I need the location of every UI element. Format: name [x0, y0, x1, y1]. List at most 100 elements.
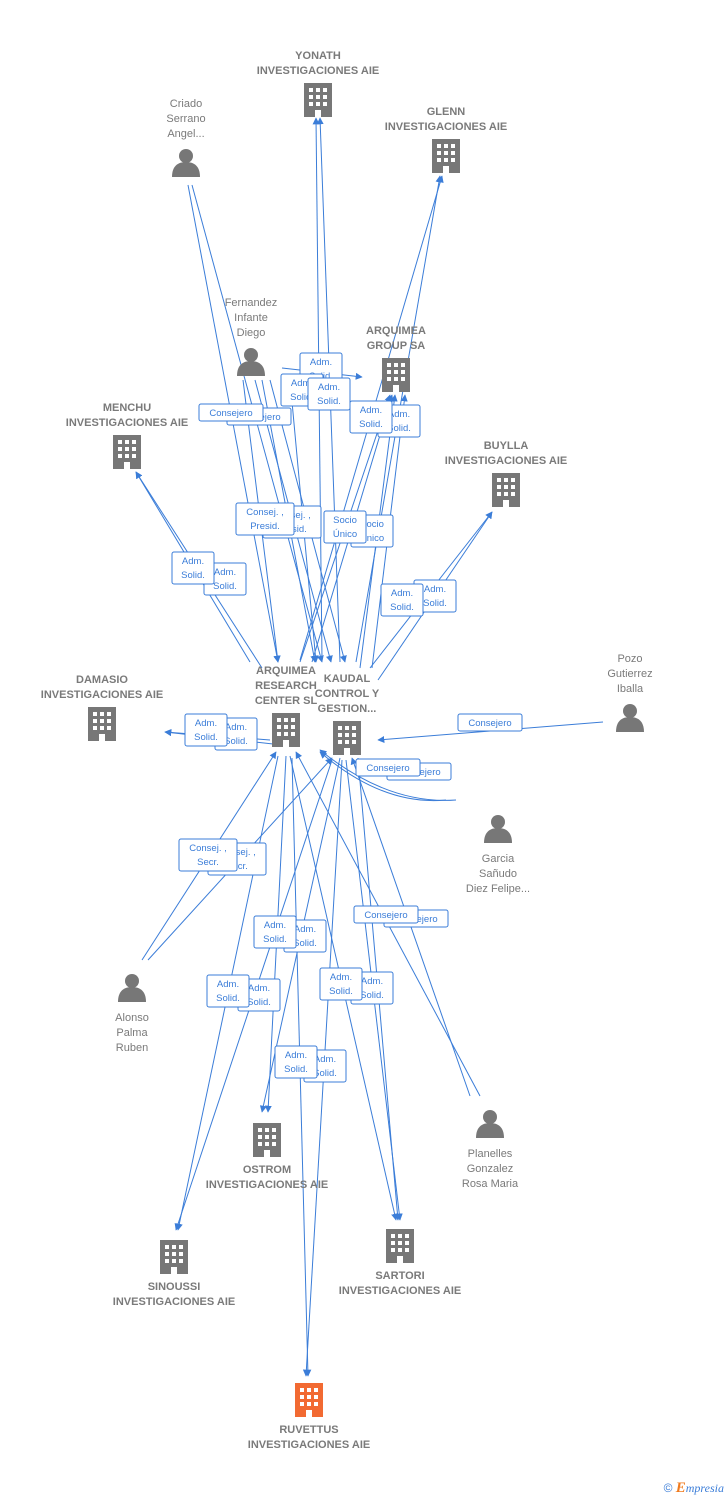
- edge-role-label[interactable]: Adm.Solid.: [307, 377, 351, 411]
- node-label-text: ARQUIMEA: [366, 325, 426, 337]
- edge-label-text: Solid.: [194, 732, 218, 743]
- edge-role-label[interactable]: Adm.Solid.: [274, 1045, 318, 1079]
- edge-label-text: Solid.: [293, 938, 317, 949]
- edge-role-label[interactable]: Adm. Solid.: [206, 974, 250, 1008]
- node-label-text: ARQUIMEA: [256, 665, 316, 677]
- edge-label-text: Adm.: [217, 979, 239, 990]
- building-icon: [272, 713, 300, 747]
- node-label-text: MENCHU: [103, 402, 151, 414]
- edge-role-label[interactable]: Adm.Solid.: [380, 583, 424, 617]
- node-label-text: Fernandez: [225, 297, 278, 309]
- building-icon: [88, 707, 116, 741]
- edge-label-text: Consejero: [209, 408, 252, 419]
- person-icon: [484, 815, 512, 843]
- edge-label-text: Secr.: [197, 857, 219, 868]
- edge-label-text: Adm.: [310, 357, 332, 368]
- edge-label-text: Adm.: [248, 983, 270, 994]
- edge-label-text: Solid.: [317, 396, 341, 407]
- building-icon: [160, 1240, 188, 1274]
- person-icon: [118, 974, 146, 1002]
- edge-role-label[interactable]: Adm.Solid.: [253, 915, 297, 949]
- edge-label-text: Adm.: [225, 722, 247, 733]
- copyright-symbol: ©: [663, 1481, 673, 1495]
- edge-role-label[interactable]: Adm.Solid.: [171, 551, 215, 585]
- node-criado[interactable]: CriadoSerranoAngel...: [166, 98, 206, 177]
- node-label-text: Infante: [234, 312, 268, 324]
- edge-label-text: Consej. ,: [189, 843, 227, 854]
- node-label-text: Gutierrez: [607, 668, 652, 680]
- node-label-text: Sañudo: [479, 868, 517, 880]
- node-arquimea-rc[interactable]: ARQUIMEA RESEARCH CENTER SL: [255, 665, 318, 747]
- edge-role-label[interactable]: Adm.Solid.: [184, 713, 228, 747]
- edge-role-label[interactable]: Adm.Solid.: [319, 967, 363, 1001]
- node-label-text: Alonso: [115, 1012, 149, 1024]
- edge-label-text: Solid.: [329, 986, 353, 997]
- node-label-text: Rosa Maria: [462, 1178, 519, 1190]
- edge-label-text: Consejero: [364, 910, 407, 921]
- edge-label-text: Adm.: [285, 1050, 307, 1061]
- node-label-text: CENTER SL: [255, 695, 318, 707]
- edge-label-text: Consejero: [366, 763, 409, 774]
- building-icon: [295, 1383, 323, 1417]
- node-label-text: GESTION...: [318, 703, 377, 715]
- edge-label-text: Adm.: [214, 567, 236, 578]
- edge-role-label[interactable]: Consejero: [355, 758, 421, 777]
- edge-label-text: Solid.: [213, 581, 237, 592]
- edge-label-text: Socio: [360, 519, 384, 530]
- edge-label-text: Único: [360, 533, 384, 544]
- edge-label-box: [178, 838, 238, 872]
- edge-role-label[interactable]: Consejero: [198, 403, 264, 422]
- edge-label-text: Solid.: [390, 602, 414, 613]
- building-icon: [432, 139, 460, 173]
- edge-label-text: Adm.: [360, 405, 382, 416]
- node-label-text: Serrano: [166, 113, 205, 125]
- edge-label-text: Solid.: [216, 993, 240, 1004]
- node-label-text: DAMASIO: [76, 674, 128, 686]
- edge-label-box: [206, 974, 250, 1008]
- node-label-text: RESEARCH: [255, 680, 317, 692]
- node-label-text: INVESTIGACIONES AIE: [385, 121, 507, 133]
- edge-label-box: [253, 915, 297, 949]
- node-label-text: OSTROM: [243, 1164, 291, 1176]
- building-icon: [333, 721, 361, 755]
- node-label-text: INVESTIGACIONES AIE: [339, 1285, 461, 1297]
- edge-role-label[interactable]: Adm. Solid.: [349, 400, 393, 434]
- edge-label-text: Solid.: [181, 570, 205, 581]
- node-sartori[interactable]: SARTORI INVESTIGACIONES AIE: [339, 1229, 461, 1297]
- edge-role-label[interactable]: Consejero: [353, 905, 419, 924]
- node-label-text: Planelles: [468, 1148, 513, 1160]
- brand-footer: © Empresia: [664, 1480, 724, 1497]
- building-icon: [492, 473, 520, 507]
- edge-label-text: Solid.: [359, 419, 383, 430]
- node-label-text: Garcia: [482, 853, 515, 865]
- node-label-text: SARTORI: [375, 1270, 424, 1282]
- node-label-text: INVESTIGACIONES AIE: [248, 1439, 370, 1451]
- person-icon: [172, 149, 200, 177]
- edge-label-text: Adm.: [361, 976, 383, 987]
- relationship-edge: [319, 751, 447, 802]
- edge-role-label[interactable]: Consej. ,Presid.: [235, 502, 295, 536]
- node-label-text: Diego: [237, 327, 266, 339]
- edge-label-text: Único: [333, 529, 357, 540]
- node-label-text: Diez Felipe...: [466, 883, 530, 895]
- edge-label-text: Adm.: [388, 409, 410, 420]
- edge-role-label[interactable]: Consej. , Secr.: [178, 838, 238, 872]
- edge-role-label[interactable]: Consejero: [457, 713, 523, 732]
